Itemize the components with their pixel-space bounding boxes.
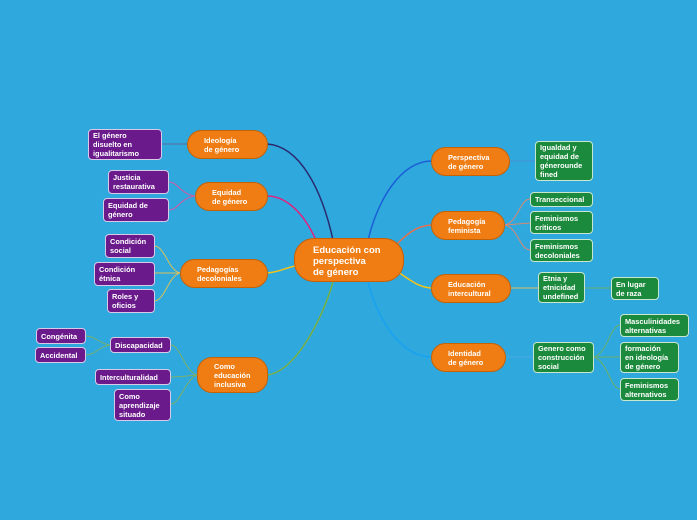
topic-educacion-intercultural[interactable]: Educación intercultural xyxy=(431,274,511,303)
connector-leaf xyxy=(85,335,111,346)
connector-leaf xyxy=(504,198,531,226)
leaf-interculturalidad[interactable]: Interculturalidad xyxy=(95,369,171,385)
connector-leaf xyxy=(170,344,198,376)
connector-leaf xyxy=(504,224,531,251)
connector-leaf xyxy=(170,374,198,405)
connector-leaf xyxy=(593,324,621,358)
connector-pedagogias xyxy=(266,265,296,274)
connector-leaf xyxy=(593,356,621,390)
connector-leaf xyxy=(168,181,196,197)
topic-como-educacion-inclusiva[interactable]: Como educación inclusiva xyxy=(197,357,268,393)
leaf-equidad-de-genero[interactable]: Equidad de género xyxy=(103,198,169,222)
leaf-etnia-y-etnicidad[interactable]: Etnia y etnicidad undefined xyxy=(538,272,585,303)
leaf-en-lugar-de-raza[interactable]: En lugar de raza xyxy=(611,277,659,300)
leaf-accidental[interactable]: Accidental xyxy=(35,347,86,363)
topic-pedagogia-feminista[interactable]: Pedagogía feminista xyxy=(431,211,505,240)
leaf-igualdad-y-equidad[interactable]: Igualdad y equidad de génerounde fined xyxy=(535,141,593,181)
leaf-roles-y-oficios[interactable]: Roles y oficios xyxy=(107,289,155,313)
connector-leaf xyxy=(504,222,531,226)
connector-intercultural xyxy=(397,271,432,289)
connector-perspectiva xyxy=(367,160,432,241)
connector-leaf xyxy=(85,344,111,356)
leaf-como-aprendizaje-situado[interactable]: Como aprendizaje situado xyxy=(114,389,171,421)
leaf-feminismos-alternativos[interactable]: Feminismos alternativos xyxy=(620,378,679,401)
topic-pedagogias-decoloniales[interactable]: Pedagogías decoloniales xyxy=(180,259,268,288)
connector-inclusiva xyxy=(266,281,334,376)
leaf-masculinidades-alternativas[interactable]: Masculinidades alternativas xyxy=(620,314,689,337)
leaf-congenita[interactable]: Congénita xyxy=(36,328,86,344)
leaf-feminismos-decoloniales[interactable]: Feminismos decoloniales xyxy=(530,239,593,262)
topic-perspectiva-de-genero[interactable]: Perspectiva de género xyxy=(431,147,510,176)
leaf-genero-disuelto[interactable]: El género disuelto en igualitarismo xyxy=(88,129,162,160)
central-topic[interactable]: Educación con perspectiva de género xyxy=(294,238,404,282)
leaf-condicion-etnica[interactable]: Condición étnica xyxy=(94,262,155,286)
leaf-feminismos-criticos[interactable]: Feminismos críticos xyxy=(530,211,593,234)
topic-equidad-de-genero[interactable]: Equidad de género xyxy=(195,182,268,211)
leaf-condicion-social[interactable]: Condición social xyxy=(105,234,155,258)
leaf-formacion-en-ideologia[interactable]: formación en ideología de género xyxy=(620,342,679,373)
topic-ideologia-de-genero[interactable]: Ideología de género xyxy=(187,130,268,159)
connector-leaf xyxy=(168,195,196,211)
connector-leaf xyxy=(153,272,181,302)
leaf-genero-como-construccion-social[interactable]: Genero como construcción social xyxy=(533,342,594,373)
leaf-justicia-restaurativa[interactable]: Justicia restaurativa xyxy=(108,170,169,194)
connector-ideologia xyxy=(266,143,334,241)
connector-feminista xyxy=(395,224,432,246)
leaf-transeccional[interactable]: Transeccional xyxy=(530,192,593,207)
topic-identidad-de-genero[interactable]: Identidad de género xyxy=(431,343,506,372)
connector-leaf xyxy=(170,374,198,378)
connector-leaf xyxy=(153,245,181,274)
connector-identidad xyxy=(367,281,432,358)
leaf-discapacidad[interactable]: Discapacidad xyxy=(110,337,171,353)
